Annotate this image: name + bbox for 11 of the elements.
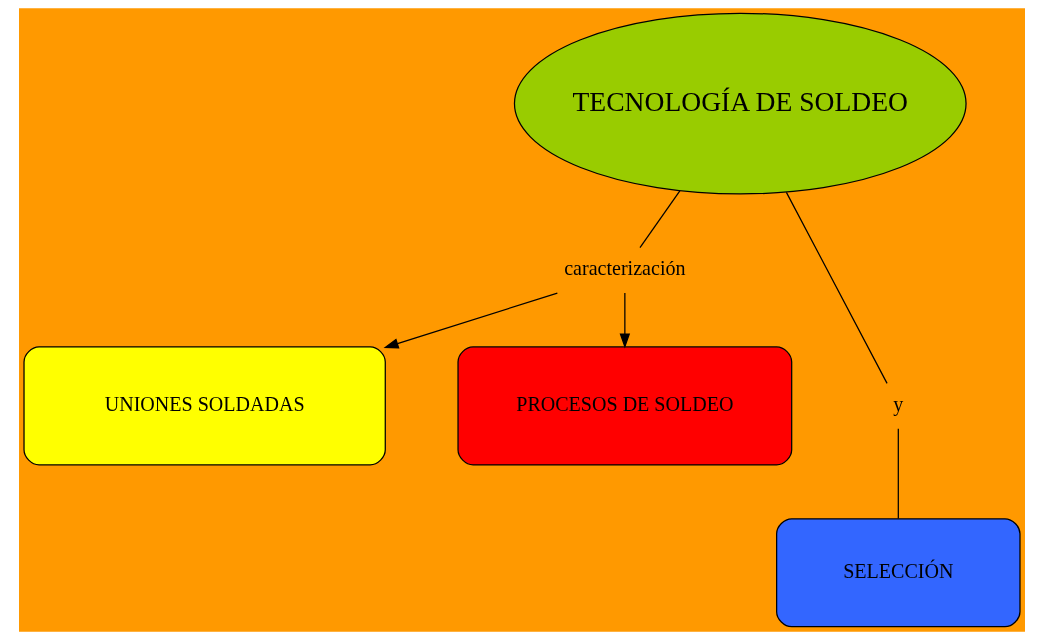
node-box: SELECCIÓN [776,518,1021,628]
node-box: UNIONES SOLDADAS [23,346,386,466]
node-text: y [893,392,904,415]
arrow [383,292,558,349]
node-ellipse: TECNOLOGÍA DE SOLDEO [513,12,967,195]
connector [897,428,899,520]
connector [639,190,681,249]
connector [785,191,888,384]
node-box: PROCESOS DE SOLDEO [457,346,793,466]
arrow [619,292,631,349]
node-text: caracterización [564,257,686,280]
